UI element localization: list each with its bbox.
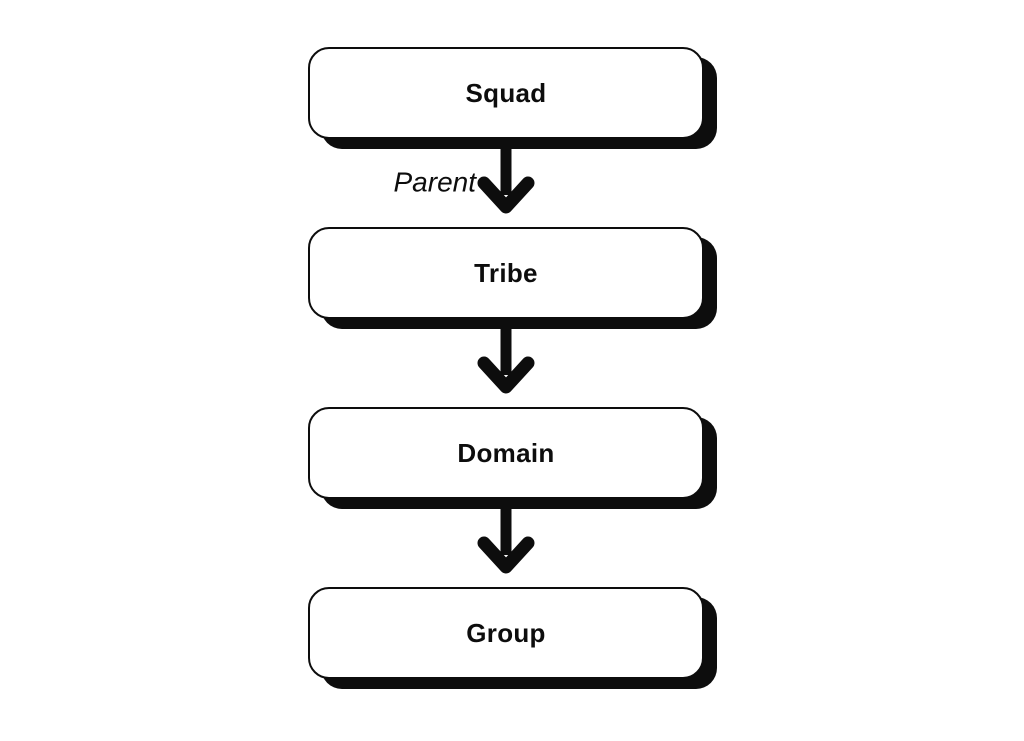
node-domain: Domain xyxy=(308,407,704,499)
connector-domain-group xyxy=(308,499,704,587)
arrow-down-icon xyxy=(477,499,535,574)
node-group-label: Group xyxy=(466,617,546,648)
edge-parent-label: Parent xyxy=(393,166,477,198)
connector-tribe-domain xyxy=(308,319,704,407)
node-squad: Squad xyxy=(308,47,704,139)
node-domain-label: Domain xyxy=(457,437,555,468)
arrow-down-icon xyxy=(477,139,535,214)
node-group: Group xyxy=(308,587,704,679)
arrow-down-icon xyxy=(477,319,535,394)
node-tribe-label: Tribe xyxy=(474,257,538,288)
connector-squad-tribe: Parent xyxy=(308,139,704,227)
hierarchy-stack: Squad Parent Tribe Domain xyxy=(308,47,704,679)
node-tribe: Tribe xyxy=(308,227,704,319)
node-squad-label: Squad xyxy=(465,77,547,108)
